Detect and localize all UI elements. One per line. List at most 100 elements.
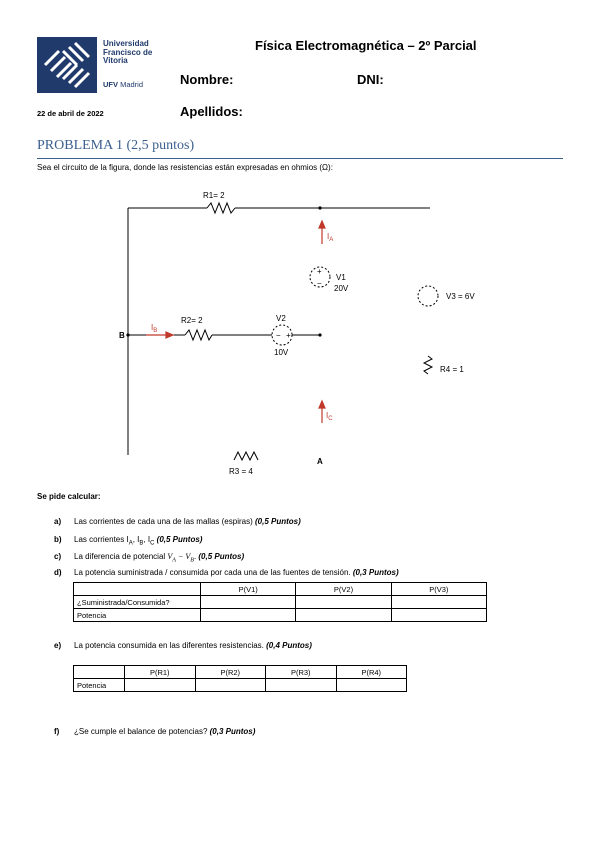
question-letter: f) [54, 727, 60, 736]
arrow-ic-head [318, 399, 326, 409]
question-e: e) La potencia consumida en las diferent… [54, 641, 554, 653]
exam-date: 22 de abril de 2022 [37, 109, 104, 118]
ufv-madrid: UFV Madrid [103, 80, 143, 89]
label-v2-value: 10V [274, 348, 289, 357]
resistor-r2 [184, 328, 213, 342]
v2-plus: + [286, 331, 291, 340]
v1-plus: + [317, 267, 322, 276]
label-r4: R4 = 1 [440, 365, 464, 374]
apellidos-label: Apellidos: [180, 104, 243, 119]
ufv-bold: UFV [103, 80, 118, 89]
question-text: La potencia consumida en las diferentes … [74, 641, 267, 650]
se-pide-label: Se pide calcular: [37, 492, 101, 501]
node-b-dot [126, 333, 130, 337]
question-text: Las corrientes I [74, 535, 129, 544]
table-cell [390, 595, 488, 609]
node-middle [318, 333, 322, 337]
question-points: (0,3 Puntos) [352, 568, 399, 577]
table-cell [194, 678, 266, 692]
label-node-b: B [119, 331, 125, 340]
source-v1 [309, 266, 331, 288]
question-letter: c) [54, 552, 62, 561]
label-ia: IA [327, 232, 333, 243]
row-label: ¿Suministrada/Consumida? [73, 595, 201, 609]
label-r2: R2= 2 [181, 316, 203, 325]
university-logo [37, 37, 97, 93]
university-line-3: Vitoria [103, 56, 128, 65]
label-v1: V1 [336, 273, 346, 282]
table-header-row: P(R1) P(R2) P(R3) P(R4) [73, 665, 407, 679]
exam-title: Física Electromagnética – 2º Parcial [255, 38, 477, 53]
label-node-a: A [317, 457, 323, 466]
label-r3: R3 = 4 [229, 467, 253, 476]
table-header: P(R1) [124, 665, 196, 679]
ufv-city: Madrid [120, 80, 144, 89]
source-v3 [417, 285, 439, 307]
question-text: Las corrientes de cada una de las mallas… [74, 517, 255, 526]
table-cell [390, 608, 488, 622]
row-label: Potencia [73, 678, 125, 692]
question-letter: d) [54, 568, 62, 577]
table-row: Potencia [73, 678, 407, 692]
label-r1: R1= 2 [203, 191, 225, 200]
table-cell [295, 595, 392, 609]
question-text: La diferencia de potencial [74, 552, 168, 561]
question-letter: a) [54, 517, 62, 526]
table-header: P(V3) [390, 582, 488, 596]
table-row: Potencia [73, 608, 488, 622]
subscript-a: A [128, 540, 133, 547]
table-header: P(R2) [194, 665, 266, 679]
resistor-r1 [206, 201, 236, 215]
dni-label: DNI: [357, 72, 384, 87]
table-cell [73, 665, 125, 679]
university-line-1: Universidad [103, 39, 149, 48]
subscript-c: C [150, 540, 155, 547]
table-header: P(R3) [265, 665, 337, 679]
row-label: Potencia [73, 608, 201, 622]
table-cell [265, 678, 337, 692]
problem-heading: PROBLEMA 1 (2,5 puntos) [37, 138, 195, 153]
table-cell [73, 582, 201, 596]
table-cell [295, 608, 392, 622]
question-text: ¿Se cumple el balance de potencias? [74, 727, 210, 736]
resistances-power-table: P(R1) P(R2) P(R3) P(R4) Potencia [73, 665, 407, 692]
question-b: b) Las corrientes IA, IB, IC (0,5 Puntos… [54, 535, 554, 547]
label-v3: V3 = 6V [446, 292, 475, 301]
circuit-diagram: − + + − R1= 2 R2= 2 R3 = 4 R4 = 1 V1 20V… [119, 191, 475, 476]
question-d: d) La potencia suministrada / consumida … [54, 568, 574, 580]
table-header: P(R4) [335, 665, 407, 679]
nombre-label: Nombre: [180, 72, 234, 87]
separator: , I [143, 535, 151, 544]
question-letter: e) [54, 641, 62, 650]
sources-power-table: P(V1) P(V2) P(V3) ¿Suministrada/Consumid… [73, 582, 488, 622]
v1-minus: − [317, 279, 322, 288]
table-header: P(V2) [295, 582, 392, 596]
node-top [318, 206, 322, 210]
table-header: P(V1) [199, 582, 297, 596]
arrow-ia-head [318, 219, 326, 229]
heading-divider [37, 158, 563, 159]
v2-minus: − [276, 331, 281, 340]
arrow-ib-head [165, 331, 175, 339]
table-cell [199, 608, 297, 622]
question-points: (0,5 Puntos) [156, 535, 203, 544]
logo-mark-icon [43, 41, 91, 89]
question-points: (0,5 Puntos) [254, 517, 301, 526]
table-cell [335, 678, 407, 692]
question-a: a) Las corrientes de cada una de las mal… [54, 517, 554, 529]
question-points: (0,3 Puntos) [209, 727, 256, 736]
formula: VA − VB [167, 552, 194, 564]
question-c: c) La diferencia de potencial VA − VB. (… [54, 552, 554, 564]
question-f: f) ¿Se cumple el balance de potencias? (… [54, 727, 554, 739]
subscript-b: B [139, 540, 144, 547]
question-points: (0,5 Puntos) [198, 552, 245, 561]
table-header-row: P(V1) P(V2) P(V3) [73, 582, 488, 596]
label-ic: IC [326, 411, 333, 422]
table-cell [124, 678, 196, 692]
resistor-r4 [422, 355, 434, 375]
label-ib: IB [151, 323, 157, 334]
question-points: (0,4 Puntos) [266, 641, 312, 650]
label-v2: V2 [276, 314, 286, 323]
university-name: Universidad Francisco de Vitoria [103, 39, 152, 66]
question-text: La potencia suministrada / consumida por… [74, 568, 353, 577]
